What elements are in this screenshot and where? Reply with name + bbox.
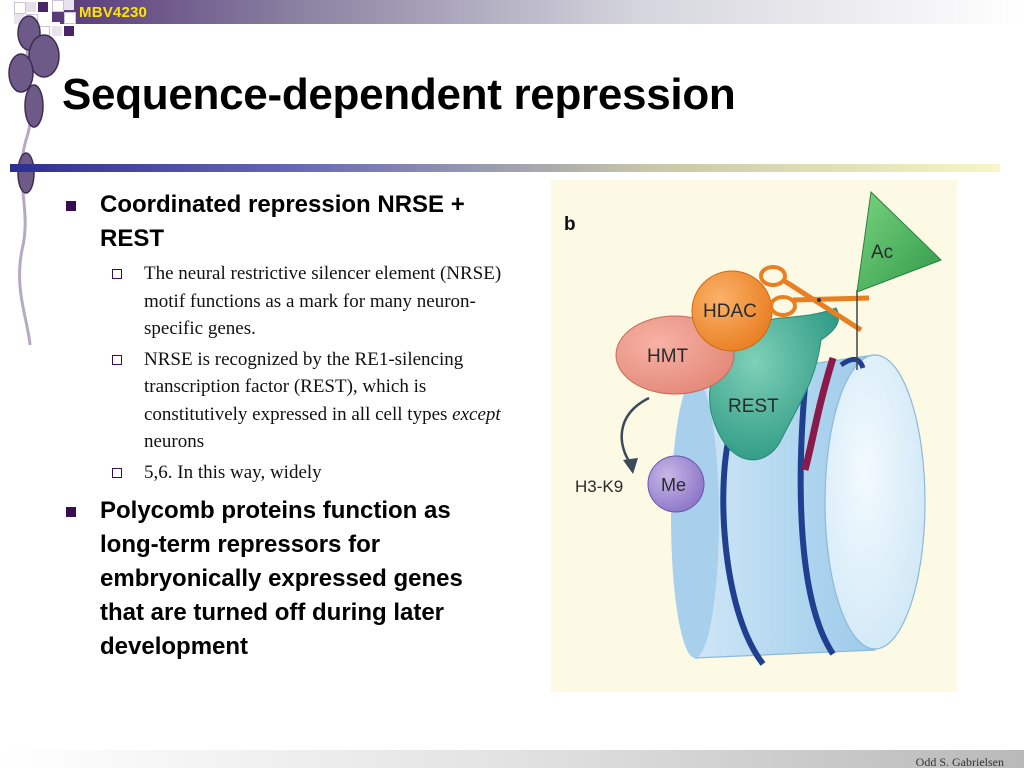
bullet-coordinated-repression: Coordinated repression NRSE + REST [62, 188, 502, 256]
nrse-dna-segment [801, 356, 837, 471]
dna-strand [797, 385, 836, 656]
bullet-list: Coordinated repression NRSE + REST The n… [62, 188, 502, 668]
slide-title: Sequence-dependent repression [62, 70, 736, 119]
square-bullet-icon [66, 201, 76, 211]
ac-label: Ac [871, 242, 893, 263]
subbullet-text: 5,6. In this way, widely [144, 461, 322, 483]
course-code: MBV4230 [79, 4, 148, 21]
subbullet-rest-recognition: NRSE is recognized by the RE1-silencing … [62, 346, 502, 456]
figure-panel: b REST HMT HDAC Ac [551, 180, 957, 692]
bullet-text: Coordinated repression NRSE + REST [100, 191, 465, 252]
hmt-label: HMT [647, 346, 689, 367]
methyl-group [647, 455, 705, 513]
dna-strand [720, 429, 766, 666]
subbullet-text: The neural restrictive silencer element … [144, 263, 502, 339]
subbullet-italic-word: except [452, 403, 501, 425]
bullet-text: Polycomb proteins function as long-term … [100, 497, 463, 660]
subbullet-list: The neural restrictive silencer element … [62, 260, 502, 486]
subbullet-widely: 5,6. In this way, widely [62, 459, 502, 487]
nucleosome-back-face [671, 378, 719, 658]
square-bullet-icon [66, 507, 76, 517]
rest-label: REST [728, 396, 779, 417]
subbullet-text-part2: neurons [144, 431, 205, 452]
footer-author: Odd S. Gabrielsen [915, 755, 1004, 769]
dna-strand [839, 356, 866, 369]
hollow-square-bullet-icon [112, 269, 122, 279]
me-label: Me [661, 475, 686, 495]
acetyl-flag-icon [856, 190, 942, 370]
bullet-polycomb: Polycomb proteins function as long-term … [62, 494, 502, 664]
methylation-arrow [620, 396, 650, 465]
header-gradient-bar [0, 0, 1024, 24]
nucleosome-front-face [824, 354, 926, 650]
title-divider-band [10, 160, 1000, 172]
hollow-square-bullet-icon [112, 467, 122, 478]
hdac-label: HDAC [703, 301, 757, 322]
bead-vine-decoration [8, 15, 60, 346]
arrow-head-icon [623, 458, 638, 474]
subbullet-text-part1: NRSE is recognized by the RE1-silencing … [144, 348, 464, 425]
h3k9-label: H3-K9 [575, 477, 623, 496]
footer-gradient-bar [0, 750, 1024, 768]
subbullet-nrse-motif: The neural restrictive silencer element … [62, 260, 502, 343]
hollow-square-bullet-icon [112, 354, 122, 365]
nucleosome-diagram: b REST HMT HDAC Ac [564, 190, 942, 666]
panel-letter: b [564, 214, 576, 235]
